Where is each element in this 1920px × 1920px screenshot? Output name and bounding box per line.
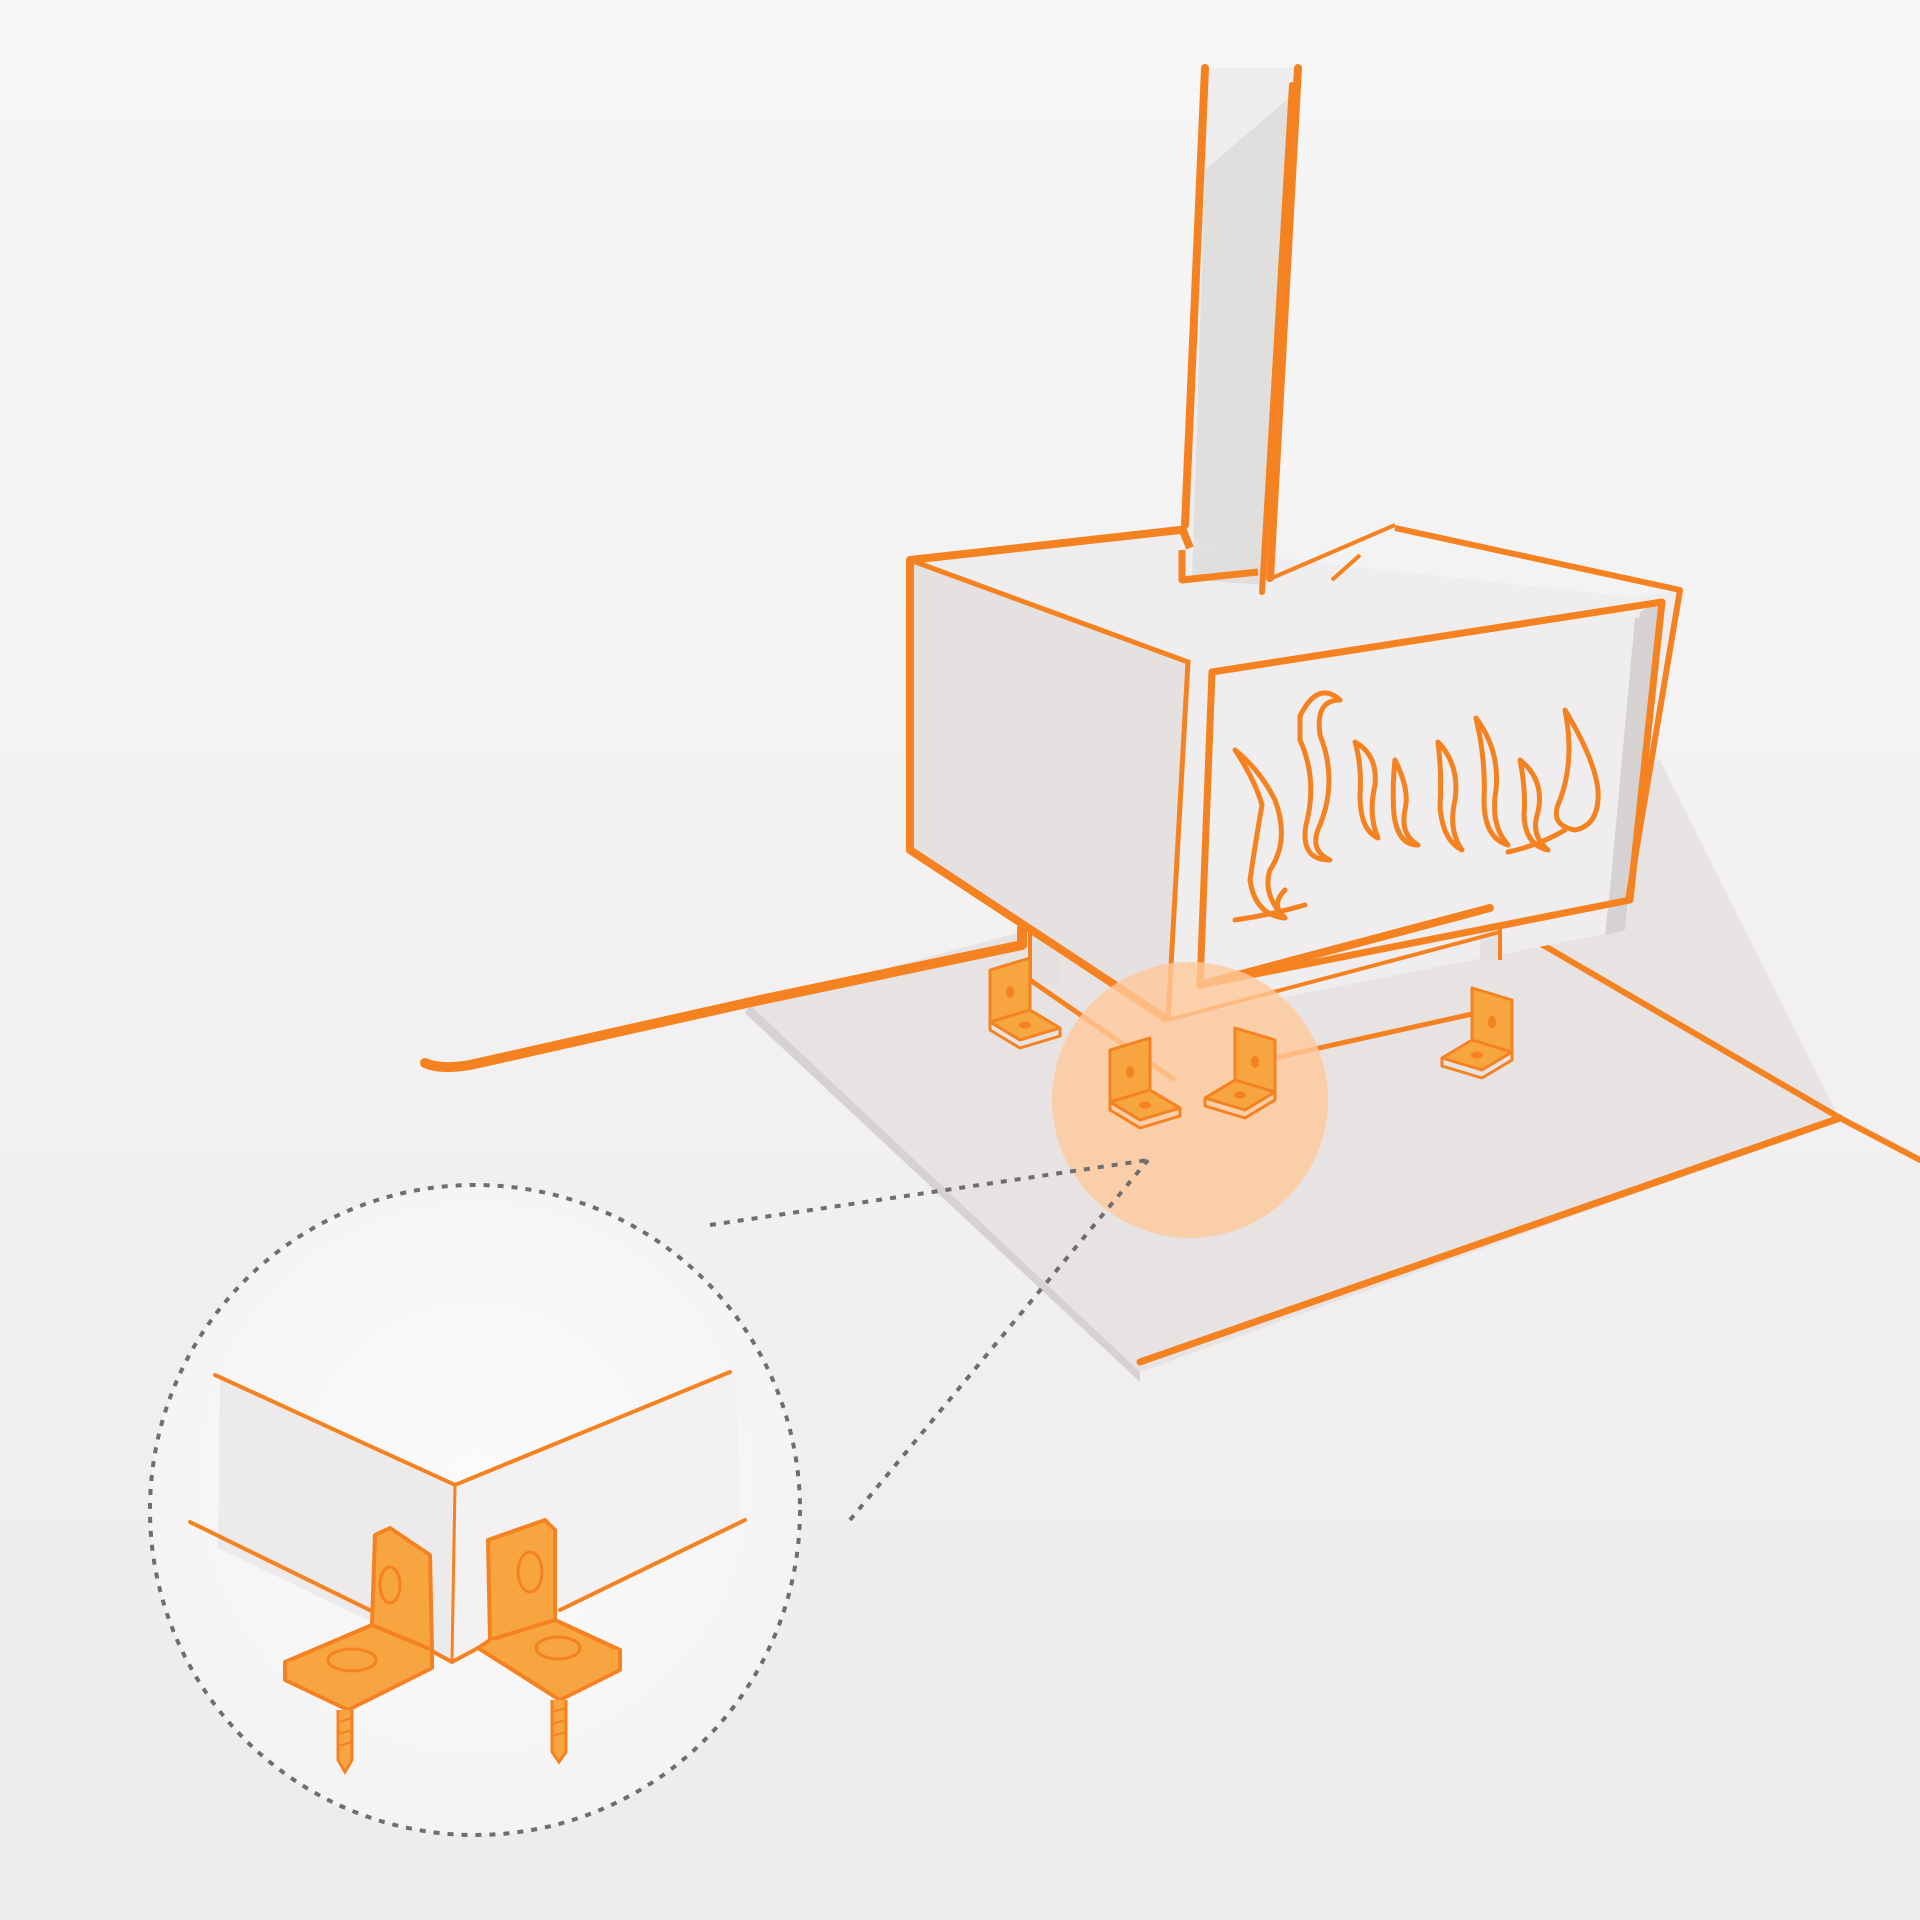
bracket-detail-left	[283, 1526, 434, 1775]
flame-icon	[1232, 690, 1601, 923]
highlight-circle	[1052, 962, 1328, 1238]
chimney-pipe	[1178, 64, 1396, 595]
floor-line	[420, 923, 1027, 1073]
detail-callout	[148, 1183, 802, 1837]
stove-door	[1196, 598, 1666, 989]
bracket-detail-right	[476, 1518, 622, 1765]
callout-connectors	[709, 1158, 1150, 1522]
stove	[906, 525, 1683, 1024]
